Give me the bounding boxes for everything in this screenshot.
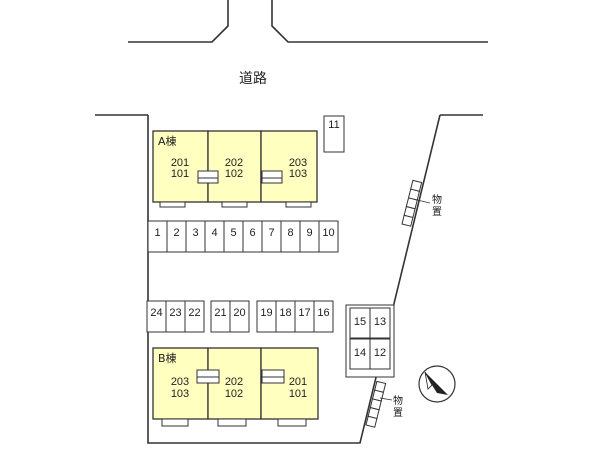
parking-space-label-23: 23 xyxy=(169,307,182,319)
parking-space-label-2: 2 xyxy=(173,227,180,239)
unit-a-1-upper: 201 xyxy=(170,157,190,169)
parking-space-label-4: 4 xyxy=(211,227,218,239)
parking-space-label-9: 9 xyxy=(306,227,313,239)
parking-space-label-16: 16 xyxy=(317,307,330,319)
unit-b-3-lower: 101 xyxy=(288,388,308,400)
road-label: 道路 xyxy=(239,71,267,87)
parking-space-label-15: 15 xyxy=(353,316,367,328)
parking-space-label-20: 20 xyxy=(233,307,246,319)
unit-b-2-lower: 102 xyxy=(224,388,244,400)
parking-group-left xyxy=(146,300,205,333)
parking-space-label-18: 18 xyxy=(279,307,292,319)
unit-a-2-upper: 202 xyxy=(224,157,244,169)
storage-shed-top xyxy=(401,179,423,227)
parking-space-16 xyxy=(313,300,334,333)
building-a-balconies xyxy=(159,201,312,208)
building-a xyxy=(152,130,318,203)
building-b-balconies xyxy=(161,418,307,427)
parking-space-11 xyxy=(323,115,345,153)
unit-b-1-lower: 103 xyxy=(170,388,190,400)
building-b-stairs xyxy=(196,369,285,384)
unit-b-2-upper: 202 xyxy=(224,376,244,388)
parking-side-block xyxy=(345,304,395,378)
parking-row-top xyxy=(147,220,339,253)
site-boundary xyxy=(147,114,441,444)
parking-space-label-13: 13 xyxy=(373,316,387,328)
storage-label-top-2: 置 xyxy=(432,207,442,218)
parking-space-label-6: 6 xyxy=(249,227,256,239)
unit-b-3-upper: 201 xyxy=(288,376,308,388)
parking-space-label-7: 7 xyxy=(268,227,275,239)
parking-space-10 xyxy=(318,220,339,253)
parking-space-label-14: 14 xyxy=(353,347,367,359)
road-edge-right xyxy=(271,0,488,43)
unit-a-3-upper: 203 xyxy=(288,157,308,169)
parking-space-label-1: 1 xyxy=(154,227,161,239)
parking-group-right xyxy=(256,300,334,333)
unit-a-3-lower: 103 xyxy=(288,168,308,180)
parking-space-22 xyxy=(184,300,205,333)
building-a-stairs xyxy=(197,170,283,184)
north-arrow-icon xyxy=(418,365,456,403)
storage-leader-top xyxy=(416,199,431,204)
storage-leader-bottom xyxy=(379,397,393,401)
parking-space-label-3: 3 xyxy=(192,227,199,239)
parking-space-label-24: 24 xyxy=(150,307,163,319)
storage-shed-bottom xyxy=(365,380,387,428)
parking-space-label-5: 5 xyxy=(230,227,237,239)
parking-space-label-22: 22 xyxy=(188,307,201,319)
storage-label-top-1: 物 xyxy=(432,195,442,206)
unit-a-2-lower: 102 xyxy=(224,168,244,180)
parking-space-label-11: 11 xyxy=(328,119,340,131)
building-b-label: B棟 xyxy=(158,352,177,365)
storage-label-bottom-2: 置 xyxy=(393,408,403,419)
building-a-label: A棟 xyxy=(158,135,177,148)
parking-space-label-8: 8 xyxy=(287,227,294,239)
parking-space-label-10: 10 xyxy=(322,227,335,239)
parking-space-label-19: 19 xyxy=(260,307,273,319)
parking-space-label-12: 12 xyxy=(373,347,387,359)
storage-label-bottom-1: 物 xyxy=(393,396,403,407)
parking-group-mid xyxy=(210,300,250,333)
unit-a-1-lower: 101 xyxy=(170,168,190,180)
road-edge-left xyxy=(128,0,229,43)
unit-b-1-upper: 203 xyxy=(170,376,190,388)
parking-space-label-17: 17 xyxy=(298,307,311,319)
parking-space-20 xyxy=(229,300,250,333)
parking-space-label-21: 21 xyxy=(214,307,227,319)
